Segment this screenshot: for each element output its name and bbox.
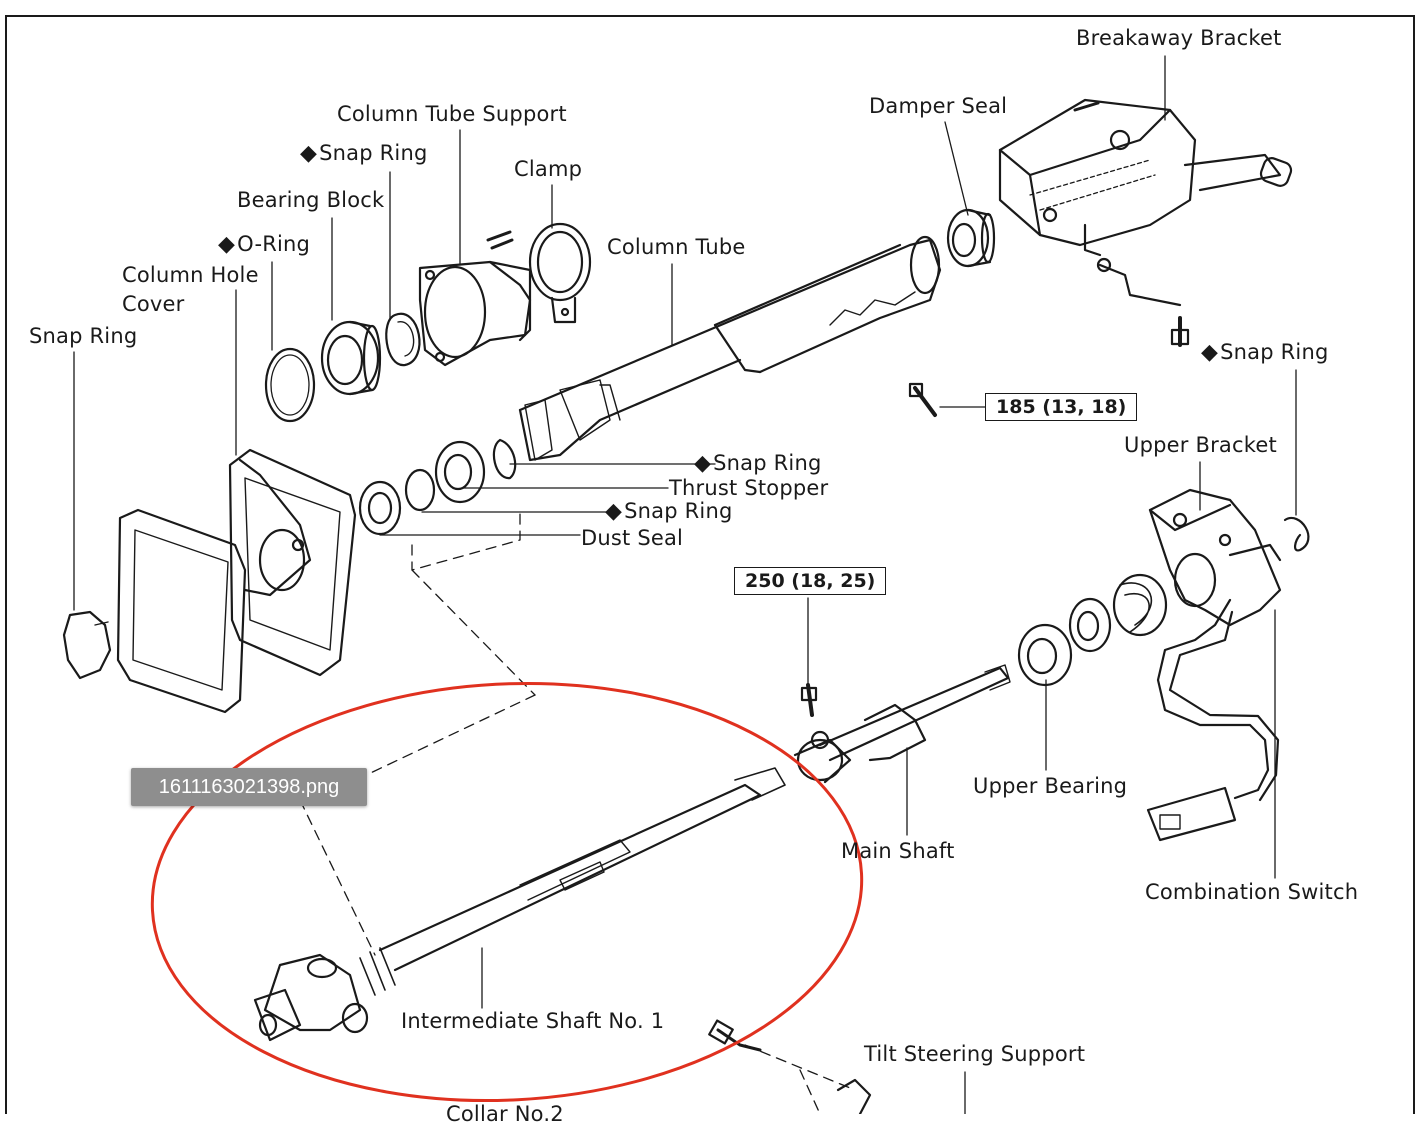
- intermediate-shaft-part: [253, 767, 786, 1042]
- label-column-tube-support: Column Tube Support: [337, 102, 567, 126]
- column-tube-part: [518, 235, 942, 462]
- damper-seal-part: [946, 208, 996, 268]
- snap-ring-right-part: [1283, 516, 1310, 552]
- combination-switch-part: [1146, 598, 1280, 842]
- torque-spec-185: 185 (13, 18): [985, 393, 1138, 421]
- label-dust-seal: Dust Seal: [581, 526, 684, 550]
- snap-ring-left-part: [62, 610, 112, 680]
- alignment-dashes: [299, 509, 856, 1114]
- label-intermediate-shaft: Intermediate Shaft No. 1: [401, 1009, 665, 1033]
- torque-spec-250: 250 (18, 25): [734, 567, 887, 595]
- label-main-shaft: Main Shaft: [841, 839, 955, 863]
- label-column-hole-cover-line1: Column Hole: [122, 263, 259, 287]
- snap-ring-top-part: [385, 312, 421, 367]
- label-clamp: Clamp: [514, 157, 583, 181]
- clamp-part: [528, 222, 592, 324]
- label-snap-ring-mid2: ◆Snap Ring: [605, 499, 733, 524]
- label-column-hole-cover-line2: Cover: [122, 292, 185, 316]
- main-shaft-part: [793, 664, 1011, 784]
- lower-seal-stack: [358, 438, 517, 536]
- page-frame: [5, 15, 1415, 1114]
- file-name-badge: 1611163021398.png: [131, 768, 367, 806]
- label-upper-bracket: Upper Bracket: [1124, 433, 1277, 457]
- highlight-ellipse: [150, 681, 864, 1103]
- o-ring-part: [264, 347, 316, 423]
- diamond-icon: ◆: [300, 141, 318, 166]
- label-snap-ring-left: Snap Ring: [29, 324, 138, 348]
- label-collar-no2: Collar No.2: [446, 1102, 564, 1126]
- label-bearing-block: Bearing Block: [237, 188, 385, 212]
- label-snap-ring-right: ◆Snap Ring: [1201, 340, 1329, 365]
- tilt-steering-support-part: [708, 1019, 872, 1114]
- label-tilt-steering-support: Tilt Steering Support: [864, 1042, 1086, 1066]
- label-combination-switch: Combination Switch: [1145, 880, 1359, 904]
- label-thrust-stopper: Thrust Stopper: [669, 476, 829, 500]
- label-column-tube: Column Tube: [607, 235, 746, 259]
- leader-lines: [73, 55, 1297, 1114]
- diamond-icon: ◆: [694, 451, 712, 476]
- bolt-185: [913, 386, 937, 417]
- gasket-part: [116, 508, 247, 714]
- label-breakaway-bracket: Breakaway Bracket: [1076, 26, 1282, 50]
- column-hole-cover-part: [228, 448, 357, 677]
- bearing-block-part: [320, 320, 382, 396]
- label-o-ring: ◆O-Ring: [218, 232, 311, 257]
- diamond-icon: ◆: [605, 499, 623, 524]
- label-upper-bearing: Upper Bearing: [973, 774, 1128, 798]
- label-snap-ring-top: ◆Snap Ring: [300, 141, 428, 166]
- diamond-icon: ◆: [1201, 340, 1219, 365]
- column-tube-support-part: [418, 230, 532, 367]
- diamond-icon: ◆: [218, 232, 236, 257]
- label-snap-ring-mid1: ◆Snap Ring: [694, 451, 822, 476]
- upper-bearing-part: [1017, 573, 1168, 687]
- label-damper-seal: Damper Seal: [869, 94, 1008, 118]
- breakaway-bracket-part: [998, 98, 1293, 347]
- upper-bracket-part: [1148, 488, 1282, 627]
